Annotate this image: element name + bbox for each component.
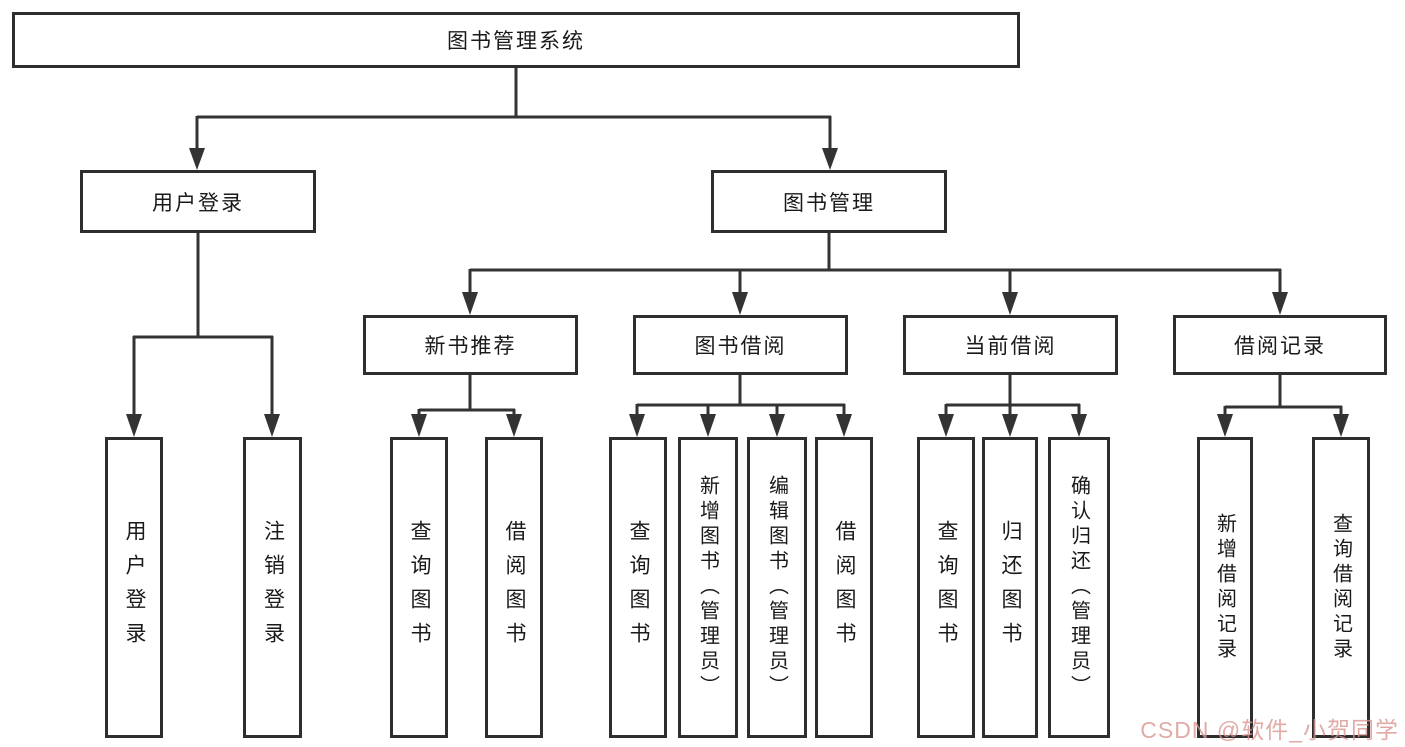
leaf-query-books: 查询图书 <box>609 437 667 738</box>
leaf-label: 新增图书（管理员） <box>696 475 719 700</box>
leaf-label: 查询图书 <box>627 519 650 656</box>
leaf-query-books: 查询图书 <box>917 437 975 738</box>
node-new-book-recommend: 新书推荐 <box>363 315 578 375</box>
connector-paths <box>132 68 1343 417</box>
leaf-label: 借阅图书 <box>503 519 526 656</box>
node-label: 图书管理系统 <box>447 30 585 53</box>
arrowheads <box>126 148 1349 437</box>
leaf-label: 编辑图书（管理员） <box>765 475 788 700</box>
node-label: 图书管理 <box>783 191 875 215</box>
leaf-label: 查询图书 <box>408 519 431 656</box>
node-label: 用户登录 <box>152 191 244 215</box>
leaf-borrow-books: 借阅图书 <box>485 437 543 738</box>
leaf-add-borrow-record: 新增借阅记录 <box>1197 437 1253 738</box>
leaf-logout: 注销登录 <box>243 437 302 738</box>
node-library-system: 图书管理系统 <box>12 12 1020 68</box>
leaf-borrow-books: 借阅图书 <box>815 437 873 738</box>
node-label: 图书借阅 <box>694 335 787 358</box>
node-book-borrowing: 图书借阅 <box>633 315 848 375</box>
leaf-edit-books-admin: 编辑图书（管理员） <box>747 437 807 738</box>
leaf-label: 新增借阅记录 <box>1213 512 1236 663</box>
leaf-label: 归还图书 <box>999 519 1022 656</box>
leaf-query-borrow-record: 查询借阅记录 <box>1312 437 1370 738</box>
node-current-borrowing: 当前借阅 <box>903 315 1118 375</box>
leaf-label: 用户登录 <box>123 519 146 656</box>
leaf-label: 借阅图书 <box>833 519 856 656</box>
leaf-label: 确认归还（管理员） <box>1067 475 1090 700</box>
leaf-label: 查询图书 <box>935 519 958 656</box>
node-label: 当前借阅 <box>964 335 1057 358</box>
node-user-login: 用户登录 <box>80 170 316 233</box>
node-label: 新书推荐 <box>424 335 517 358</box>
watermark-text: CSDN @软件_小贺同学 <box>1140 717 1399 743</box>
node-book-management: 图书管理 <box>711 170 947 233</box>
leaf-confirm-return-admin: 确认归还（管理员） <box>1048 437 1110 738</box>
leaf-add-books-admin: 新增图书（管理员） <box>678 437 738 738</box>
node-borrowing-records: 借阅记录 <box>1173 315 1387 375</box>
leaf-label: 注销登录 <box>261 519 285 656</box>
leaf-user-login: 用户登录 <box>105 437 163 738</box>
leaf-query-books: 查询图书 <box>390 437 448 738</box>
leaf-label: 查询借阅记录 <box>1329 512 1352 663</box>
leaf-return-books: 归还图书 <box>982 437 1038 738</box>
node-label: 借阅记录 <box>1234 335 1326 358</box>
